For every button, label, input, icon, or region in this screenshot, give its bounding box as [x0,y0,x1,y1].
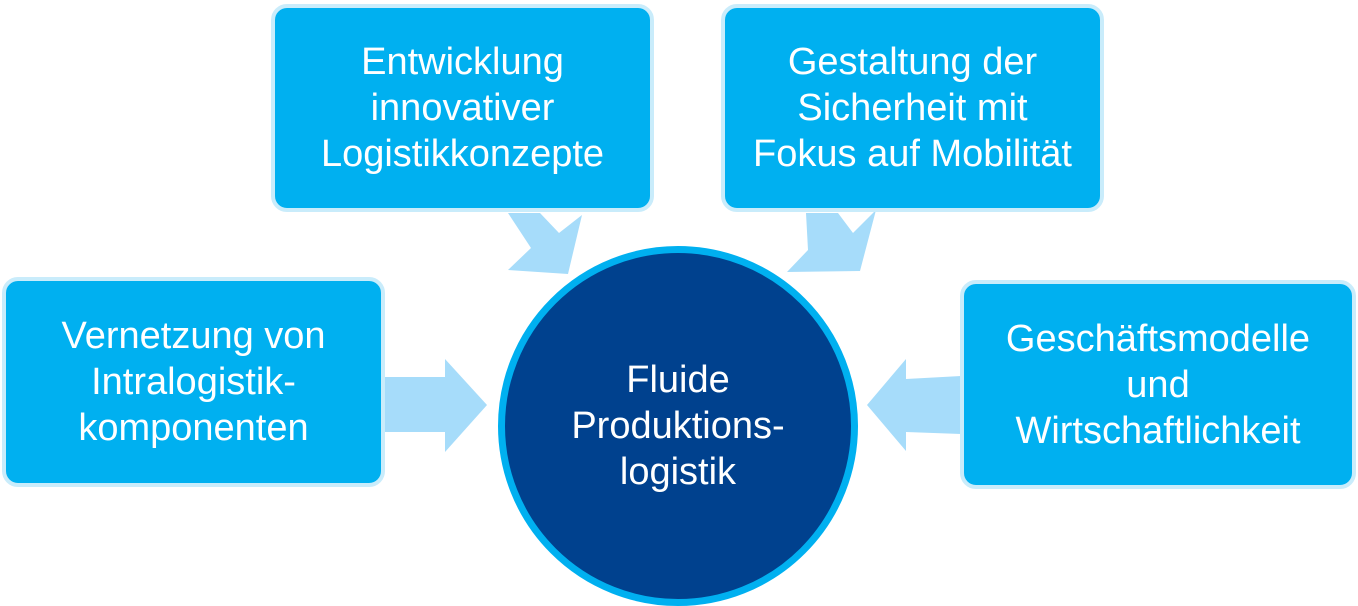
arrow-left [384,359,487,452]
concept-box-safety-label: Gestaltung der Sicherheit mit Fokus auf … [753,41,1072,175]
concept-box-networking-label: Vernetzung von Intralogistik- komponente… [61,315,326,449]
concept-box-logistics: Entwicklung innovativer Logistikkonzepte [271,4,654,212]
arrow-right [867,359,961,451]
center-label: Fluide Produktions- logistik [571,359,785,493]
arrow-top-right [787,210,876,272]
arrow-top-left [508,213,582,274]
concept-box-logistics-label: Entwicklung innovativer Logistikkonzepte [320,41,605,175]
concept-box-business: Geschäftsmodelle und Wirtschaftlichkeit [960,280,1356,489]
concept-box-safety: Gestaltung der Sicherheit mit Fokus auf … [721,4,1104,212]
concept-box-business-label: Geschäftsmodelle und Wirtschaftlichkeit [1005,317,1311,452]
concept-box-networking: Vernetzung von Intralogistik- komponente… [2,277,385,487]
center-circle: Fluide Produktions- logistik [498,246,858,606]
